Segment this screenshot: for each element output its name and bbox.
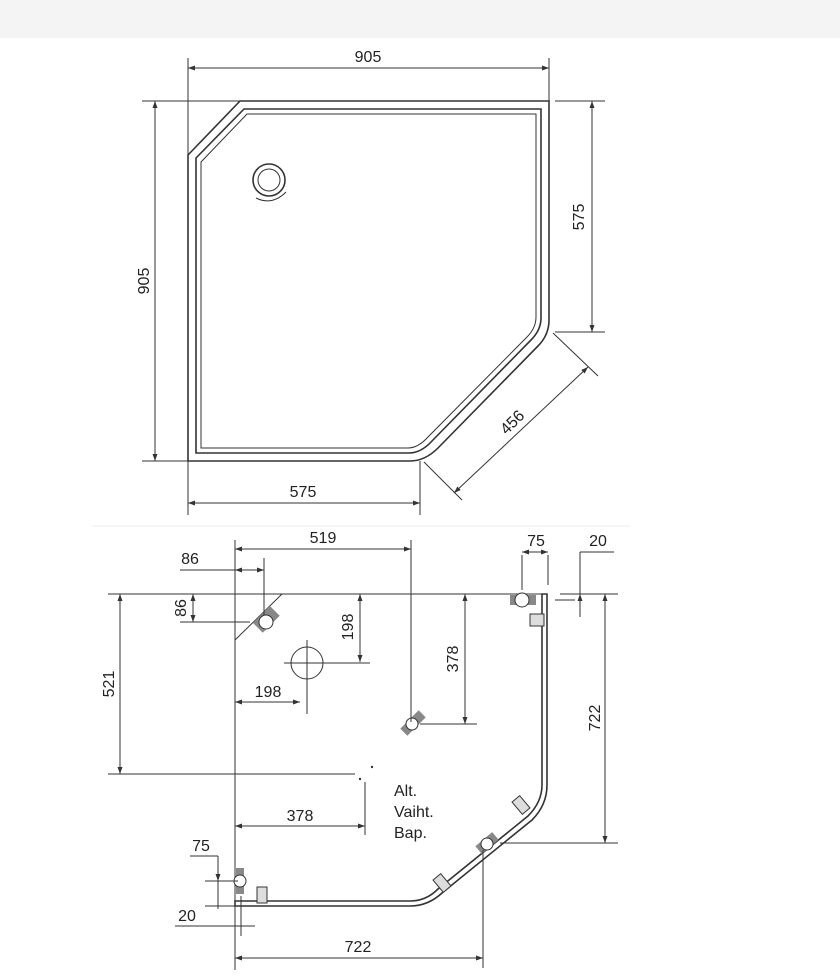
dim-378-vertical: 378 [445,646,462,673]
note-line-1: Alt. [394,783,417,800]
dim-20-bottom: 20 [178,908,196,925]
dim-519: 519 [310,530,337,547]
bracket-icon [511,794,531,816]
top-view: 905 905 575 456 575 [136,49,605,515]
tray-outline [187,100,550,462]
note-line-2: Vaiht. [394,804,434,821]
bottom-view: 519 86 86 521 198 198 378 378 Alt. Vaiht… [101,530,618,970]
frame-rail [234,593,548,907]
tray-rim [195,108,542,454]
frame-outline [234,593,547,641]
bracket-icon [432,872,452,894]
adjustable-foot-icon [510,592,536,608]
dim-86-left: 86 [173,599,190,617]
dim-456-diagonal: 456 [497,407,528,438]
dim-75-top: 75 [527,533,545,550]
adjustable-foot-icon [252,605,280,633]
dim-521: 521 [101,671,118,698]
bracket-icon [256,886,268,904]
dim-75-bottom: 75 [192,838,210,855]
bracket-icon [529,613,545,627]
dim-905-left: 905 [136,268,153,295]
dim-198-horizontal: 198 [255,684,282,701]
dim-575-right: 575 [571,204,588,231]
dim-722-right: 722 [587,705,604,732]
note-line-3: Bap. [394,825,427,842]
dim-198-vertical: 198 [340,614,357,641]
dim-575-bottom: 575 [290,484,317,501]
adjustable-foot-icon [475,832,499,854]
dim-722-bottom: 722 [345,939,372,956]
dim-905-top: 905 [355,49,382,66]
dim-86-top: 86 [181,551,199,568]
dim-20-top: 20 [589,533,607,550]
top-bar [0,0,840,38]
tray-inner [200,113,537,449]
drain-icon [252,163,286,197]
adjustable-foot-icon [400,710,426,736]
dim-378-horizontal: 378 [287,808,314,825]
